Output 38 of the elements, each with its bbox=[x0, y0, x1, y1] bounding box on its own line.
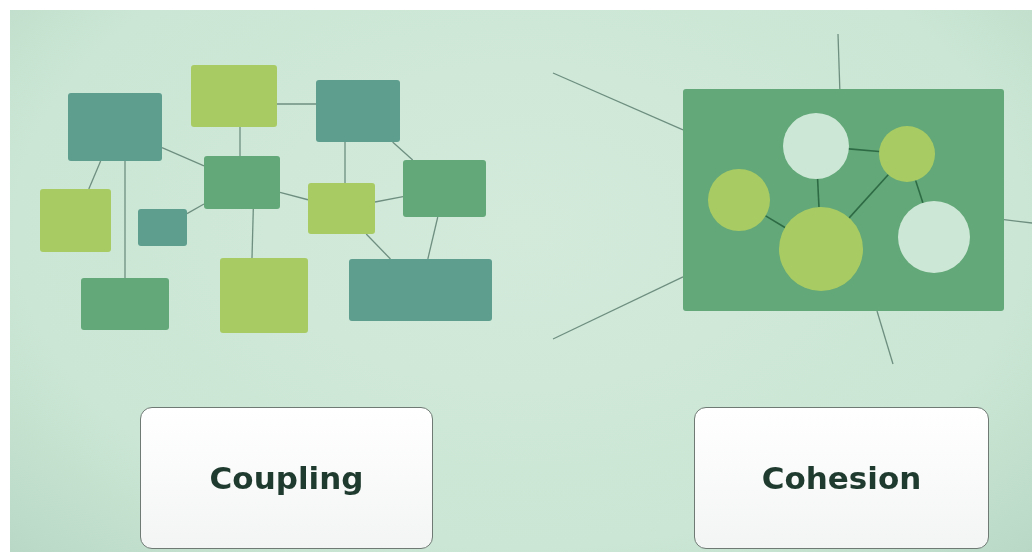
module-container bbox=[683, 89, 1004, 311]
connector-line bbox=[161, 146, 205, 167]
module-box bbox=[138, 209, 187, 246]
connector-line bbox=[764, 215, 786, 229]
connector-line bbox=[88, 160, 102, 190]
connector-line bbox=[251, 208, 254, 259]
connector-line bbox=[876, 310, 894, 365]
module-box bbox=[349, 259, 492, 321]
connector-line bbox=[837, 33, 841, 90]
label-card: Cohesion bbox=[694, 407, 989, 549]
connector-line bbox=[552, 276, 684, 340]
module-box bbox=[40, 189, 111, 252]
module-box bbox=[308, 183, 375, 234]
module-box bbox=[204, 156, 280, 209]
connector-line bbox=[276, 103, 317, 105]
connector-line bbox=[365, 233, 392, 260]
connector-line bbox=[816, 178, 820, 208]
connector-line bbox=[848, 173, 889, 219]
connector-line bbox=[1003, 218, 1032, 225]
element-circle bbox=[879, 126, 935, 182]
connector-line bbox=[124, 160, 126, 279]
module-box bbox=[403, 160, 486, 217]
connector-line bbox=[344, 141, 346, 184]
connector-line bbox=[848, 148, 880, 153]
connector-line bbox=[427, 216, 439, 260]
connector-line bbox=[391, 141, 414, 161]
connector-line bbox=[186, 203, 205, 215]
module-box bbox=[68, 93, 162, 161]
connector-line bbox=[914, 179, 924, 204]
module-box bbox=[81, 278, 169, 330]
connector-line bbox=[374, 195, 404, 203]
label-card: Coupling bbox=[140, 407, 433, 549]
connector-line bbox=[552, 72, 684, 131]
connector-line bbox=[239, 126, 241, 157]
connector-line bbox=[279, 191, 309, 201]
module-box bbox=[220, 258, 308, 333]
module-box bbox=[316, 80, 400, 142]
module-box bbox=[191, 65, 277, 127]
